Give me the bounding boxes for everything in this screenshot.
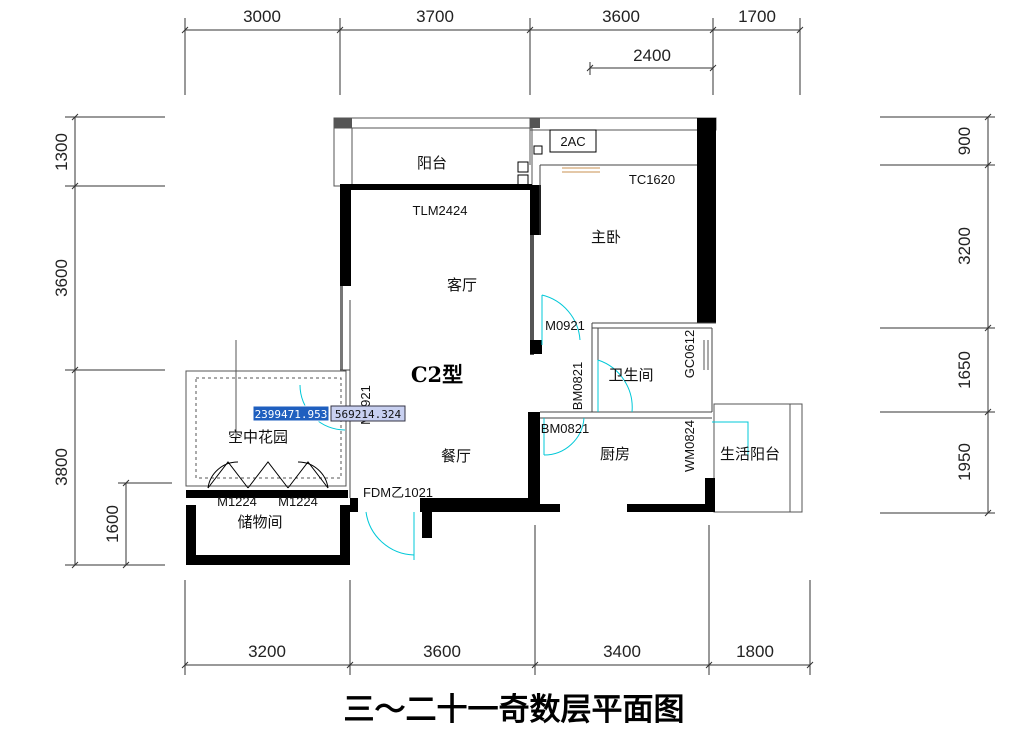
bottom-dim-1: 3200	[248, 642, 286, 661]
drain-box-3	[533, 145, 543, 155]
coord-y: 569214.324	[335, 408, 402, 421]
top-dim-4: 1700	[738, 7, 776, 26]
coord-box-y	[330, 405, 406, 422]
top-dim-1: 3000	[243, 7, 281, 26]
code-tlm2424: TLM2424	[413, 203, 468, 218]
code-bm0821-b: BM0821	[541, 421, 589, 436]
interior-walls	[340, 164, 716, 498]
top-dimension-chain	[181, 18, 804, 95]
right-dim-3: 1650	[955, 351, 974, 389]
bottom-dim-3: 3400	[603, 642, 641, 661]
ac-unit	[549, 129, 597, 153]
bottom-dim-4: 1800	[736, 642, 774, 661]
room-living: 客厅	[447, 276, 477, 294]
left-dimension-chain	[65, 113, 172, 569]
room-sky-garden: 空中花园	[228, 428, 288, 446]
code-m1224-a: M1224	[217, 494, 257, 509]
room-kitchen: 厨房	[600, 445, 630, 463]
code-m0921-a: M0921	[545, 318, 585, 333]
right-dimension-chain	[880, 113, 995, 517]
unit-type-label: C2型	[411, 362, 463, 387]
left-dim-1: 1300	[52, 133, 71, 171]
bottom-dim-2: 3600	[423, 642, 461, 661]
left-sub-dim: 1600	[103, 505, 122, 543]
room-storage: 储物间	[237, 513, 282, 531]
right-dim-1: 900	[955, 127, 974, 155]
right-dim-4: 1950	[955, 443, 974, 481]
drain-box-2	[517, 174, 529, 186]
walls	[186, 118, 716, 565]
door-swings	[299, 294, 749, 560]
coord-box-x	[252, 405, 330, 422]
code-bm0821-a: BM0821	[570, 362, 585, 410]
room-utility-balcony: 生活阳台	[720, 445, 780, 463]
room-dining: 餐厅	[441, 447, 471, 465]
ac-label: 2AC	[560, 134, 585, 149]
code-tc1620: TC1620	[629, 172, 675, 187]
room-balcony: 阳台	[417, 154, 447, 172]
code-wm0824: WM0824	[682, 420, 697, 472]
drawing-title: 三～二十一奇数层平面图	[344, 692, 685, 728]
right-dim-2: 3200	[955, 227, 974, 265]
room-bathroom: 卫生间	[608, 366, 653, 384]
code-gc0612: GC0612	[682, 330, 697, 378]
thin-outlines	[185, 117, 803, 513]
storage-door-arcs	[207, 461, 329, 489]
room-master-bedroom: 主卧	[591, 228, 621, 246]
top-sub-dim: 2400	[633, 46, 671, 65]
coord-x: 2399471.953	[255, 408, 328, 421]
left-dim-3: 3800	[52, 448, 71, 486]
left-dim-2: 3600	[52, 259, 71, 297]
top-dim-3: 3600	[602, 7, 640, 26]
top-dim-2: 3700	[416, 7, 454, 26]
bottom-dimension-chain	[181, 525, 814, 675]
drain-box-1	[517, 161, 529, 173]
code-fdm: FDM乙1021	[363, 485, 433, 500]
code-m1224-b: M1224	[278, 494, 318, 509]
